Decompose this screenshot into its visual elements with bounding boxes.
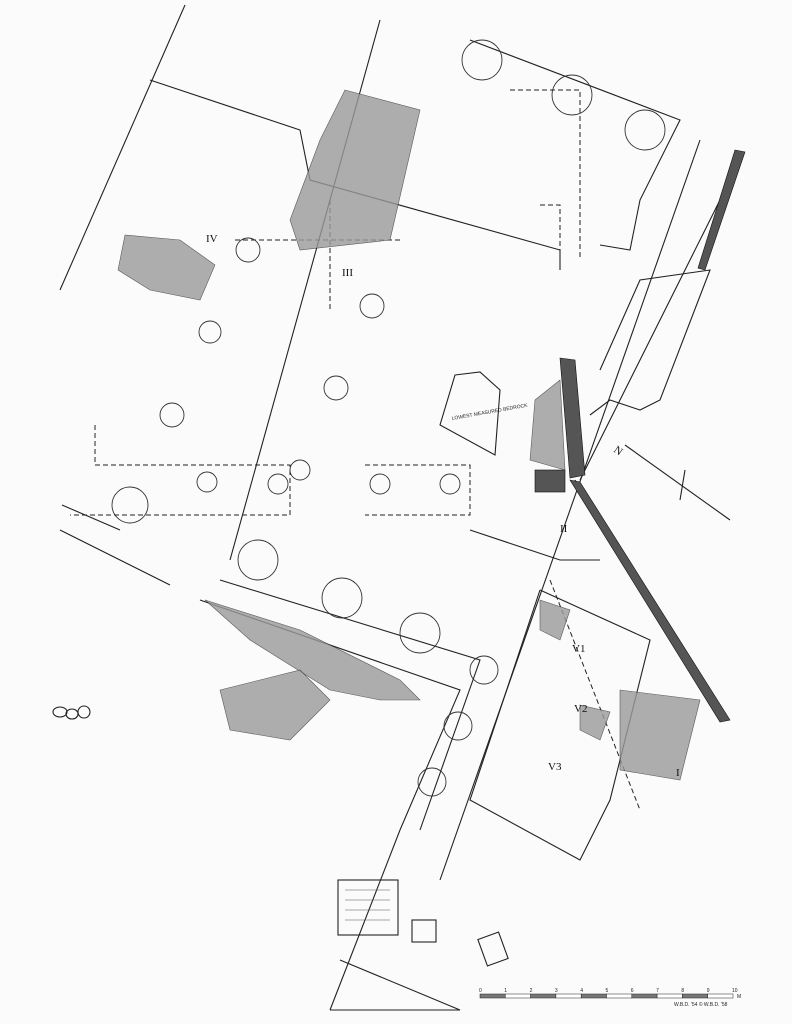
bedrock-outline [439,371,501,456]
scale-bar: 0 1 2 3 4 5 6 7 8 9 10M [479,988,741,1000]
scale-tick-label: 5 [606,988,609,994]
scale-tick-label: 8 [681,988,684,994]
stones [52,705,91,720]
bedrock-note: LOWEST MEASURED BEDROCK [451,403,528,422]
scale-segment [555,993,582,999]
north-arrow: N [611,444,731,521]
scale-tick-label: 0 [479,988,482,994]
scale-tick-label: 6 [631,988,634,994]
scale-tick-label: 1 [504,988,507,994]
scale-tick-label: 9 [707,988,710,994]
scale-tick-label: 2 [530,988,533,994]
scale-segment [682,993,708,999]
scale-segment [707,993,734,999]
scale-tick-label: 10 [732,988,738,994]
north-label: N [611,444,624,458]
area-label-ii: II [560,523,568,535]
scale-segment [505,993,531,999]
scale-segment [631,993,658,999]
rubble-areas [117,89,701,781]
scale-segment [606,993,633,999]
scale-segment [530,993,557,999]
subarea-label-v2: V2 [574,703,587,715]
hatched-walls [534,149,746,723]
scale-segment [580,993,607,999]
subarea-label-v1: V1 [572,643,585,655]
scale-segment [656,993,683,999]
scale-unit: M [737,994,741,1000]
scale-tick-label: 3 [555,988,558,994]
column-bases [111,39,666,797]
area-label-iii: III [342,267,353,279]
credit-text: W.B.D. '54 © W.B.D. '58 [674,1001,728,1008]
area-label-i: I [676,767,680,779]
subarea-label-v3: V3 [548,761,562,773]
scale-tick-label: 4 [580,988,583,994]
scale-tick-label: 7 [656,988,659,994]
scale-segment [479,993,506,999]
stairs [337,879,399,936]
area-label-iv: IV [206,233,218,245]
